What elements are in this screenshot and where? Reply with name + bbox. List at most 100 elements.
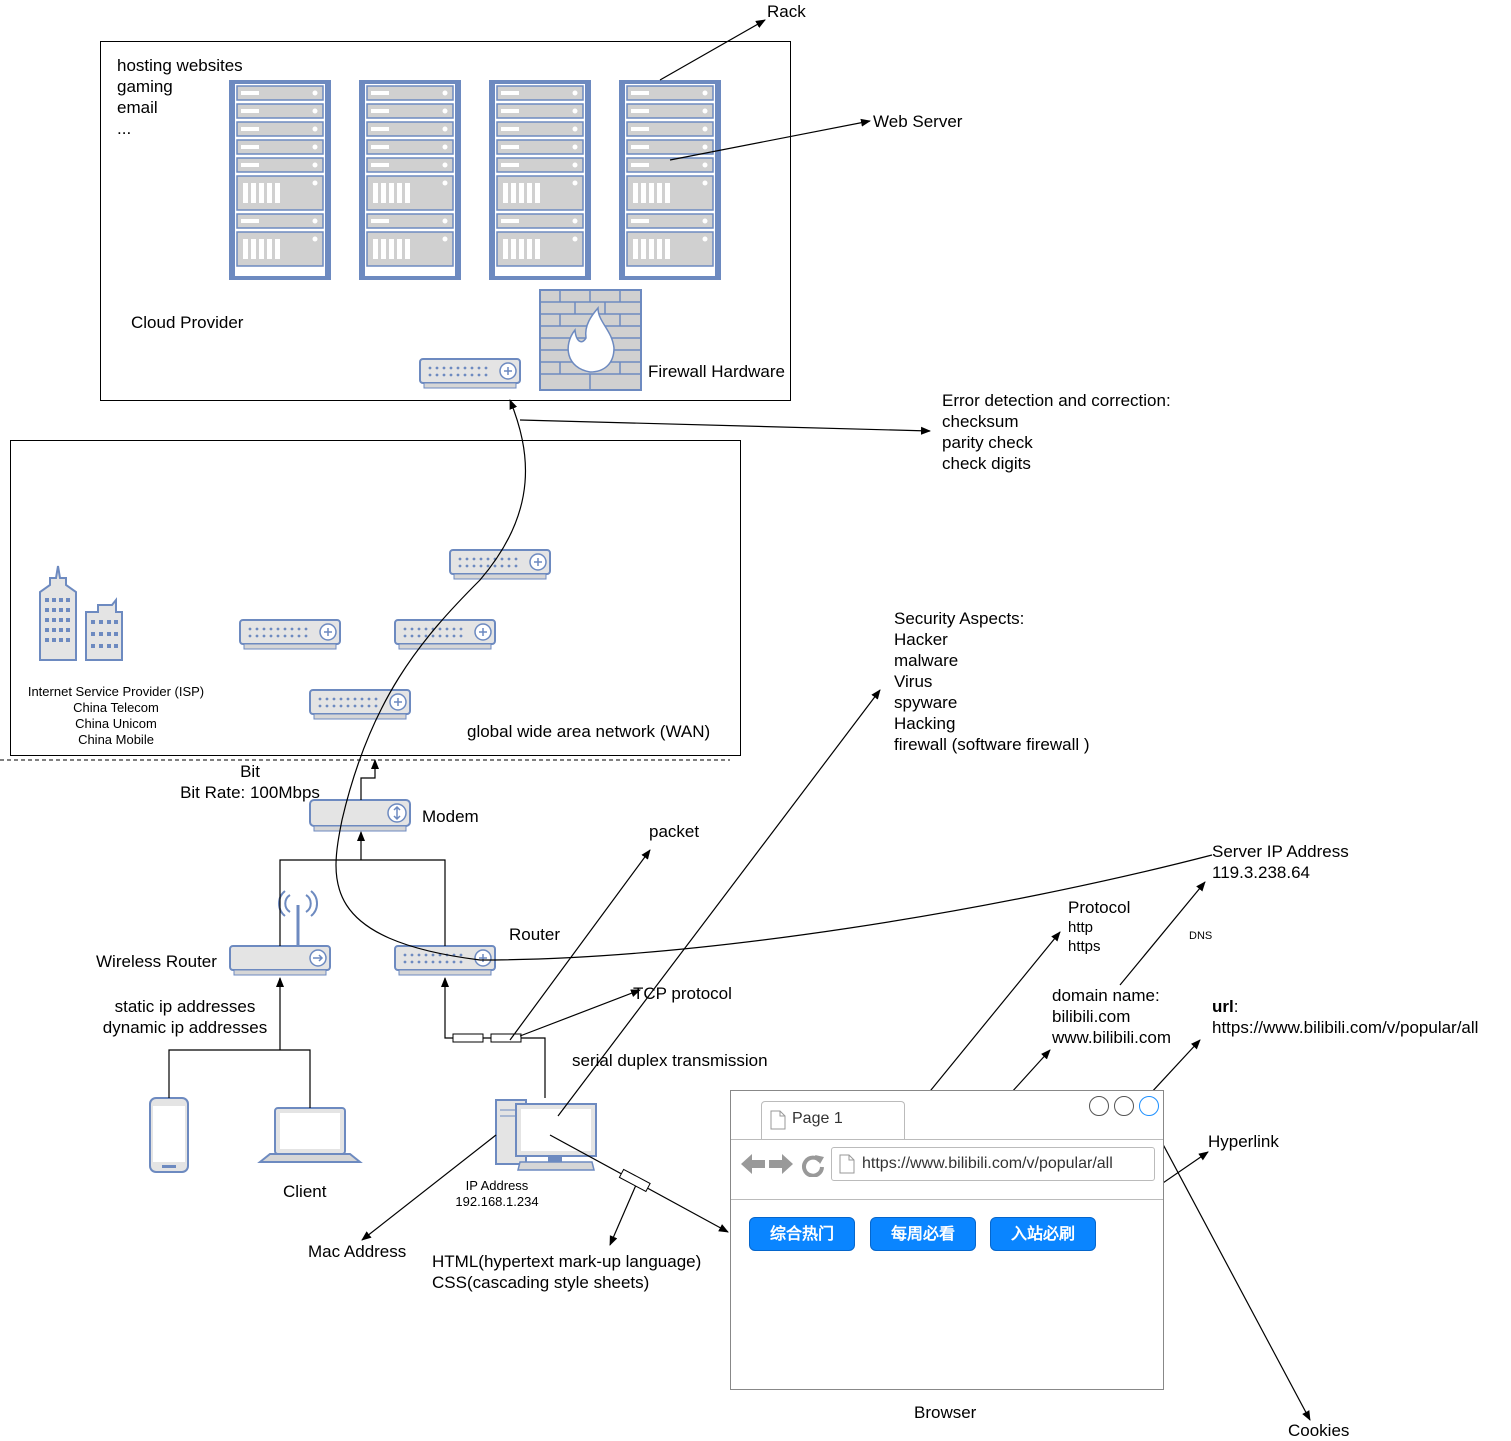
server-rack-4 — [618, 79, 722, 281]
bit-label: Bit — [240, 762, 260, 781]
css-label: CSS(cascading style sheets) — [432, 1273, 650, 1292]
dns-label: DNS — [1189, 930, 1213, 942]
packet-label: packet — [649, 822, 700, 841]
security-virus: Virus — [894, 672, 933, 691]
security-hacking: Hacking — [894, 714, 956, 733]
cloud-provider-box — [100, 41, 791, 401]
wan-router-1-icon — [449, 549, 551, 580]
url-title: url — [1212, 997, 1234, 1016]
isp-building-icon — [39, 565, 123, 661]
wan-router-4-icon — [309, 689, 411, 720]
router-label: Router — [509, 925, 561, 944]
error-detection-block: Error detection and correction: checksum… — [942, 390, 1171, 474]
reload-icon[interactable] — [801, 1153, 825, 1177]
security-firewall: firewall (software firewall ) — [894, 735, 1090, 754]
isp-unicom: China Unicom — [75, 716, 157, 731]
service-gaming: gaming — [117, 77, 173, 96]
security-hacker: Hacker — [894, 630, 948, 649]
cookies-label: Cookies — [1288, 1421, 1350, 1440]
web-server-label: Web Server — [873, 112, 963, 131]
isp-mobile: China Mobile — [78, 732, 154, 747]
domain-name-title: domain name: — [1052, 986, 1160, 1005]
service-email: email — [117, 98, 158, 117]
server-ip-block: Server IP Address 119.3.238.64 — [1212, 841, 1349, 883]
chip-button-3[interactable]: 入站必刷 — [990, 1217, 1096, 1251]
ip-address-label: IP Address — [465, 1178, 529, 1193]
ip-address-value: 192.168.1.234 — [455, 1194, 539, 1209]
html-label: HTML(hypertext mark-up language) — [432, 1252, 702, 1271]
parity-check-item: parity check — [942, 433, 1033, 452]
wan-label: global wide area network (WAN) — [467, 722, 711, 741]
wireless-router-label: Wireless Router — [96, 952, 217, 971]
server-ip-label: Server IP Address — [1212, 842, 1349, 861]
service-more: ... — [117, 119, 132, 138]
cloud-services-list: hosting websites gaming email ... — [117, 55, 243, 139]
modem-label: Modem — [422, 807, 479, 826]
error-detection-title: Error detection and correction: — [942, 391, 1171, 410]
security-aspects-block: Security Aspects: Hacker malware Virus s… — [894, 608, 1090, 755]
domain-bilibili: bilibili.com — [1052, 1007, 1131, 1026]
isp-title: Internet Service Provider (ISP) — [27, 684, 205, 699]
forward-arrow-icon[interactable] — [769, 1153, 793, 1175]
url-value: https://www.bilibili.com/v/popular/all — [1212, 1018, 1479, 1037]
wan-box — [10, 440, 741, 756]
ip-address-block: IP Address 192.168.1.234 — [447, 1178, 547, 1210]
domain-www-bilibili: www.bilibili.com — [1052, 1028, 1172, 1047]
browser-caption: Browser — [914, 1403, 977, 1422]
protocol-title: Protocol — [1068, 898, 1131, 917]
server-rack-1 — [228, 79, 332, 281]
isp-telecom: China Telecom — [73, 700, 159, 715]
browser-window: Page 1 https://www.bilibili.com/v/popula… — [730, 1090, 1164, 1390]
hyperlink-label: Hyperlink — [1208, 1132, 1279, 1151]
address-bar-url: https://www.bilibili.com/v/popular/all — [862, 1155, 1113, 1172]
mac-address-label: Mac Address — [308, 1242, 407, 1261]
page-icon — [839, 1154, 855, 1174]
ip-modes-block: static ip addresses dynamic ip addresses — [90, 996, 280, 1038]
rack-label: Rack — [767, 2, 806, 21]
client-label: Client — [283, 1182, 327, 1201]
chip-button-1[interactable]: 综合热门 — [749, 1217, 855, 1251]
bit-rate-label: Bit Rate: 100Mbps — [180, 783, 320, 802]
protocol-https: https — [1068, 938, 1101, 955]
server-rack-2 — [358, 79, 462, 281]
modem-icon — [309, 799, 411, 832]
isp-label: Internet Service Provider (ISP) China Te… — [18, 684, 214, 748]
domain-name-block: domain name: bilibili.com www.bilibili.c… — [1052, 985, 1171, 1048]
url-colon: : — [1233, 997, 1239, 1016]
url-block: url: https://www.bilibili.com/v/popular/… — [1212, 996, 1478, 1038]
bit-labels: Bit Bit Rate: 100Mbps — [160, 761, 340, 803]
service-hosting: hosting websites — [117, 56, 243, 75]
window-close-button[interactable] — [1139, 1096, 1159, 1116]
back-arrow-icon[interactable] — [741, 1153, 765, 1175]
window-minimize-button[interactable] — [1089, 1096, 1109, 1116]
chip-button-2[interactable]: 每周必看 — [870, 1217, 976, 1251]
firewall-label: Firewall Hardware — [648, 362, 785, 381]
security-malware: malware — [894, 651, 959, 670]
server-ip-value: 119.3.238.64 — [1212, 863, 1310, 882]
window-maximize-button[interactable] — [1114, 1096, 1134, 1116]
browser-tab[interactable]: Page 1 — [761, 1101, 905, 1139]
server-rack-3 — [488, 79, 592, 281]
serial-transmission-label: serial duplex transmission — [572, 1051, 768, 1070]
browser-tab-label: Page 1 — [792, 1110, 843, 1127]
address-bar[interactable]: https://www.bilibili.com/v/popular/all — [831, 1147, 1155, 1181]
page-icon — [770, 1110, 786, 1130]
static-ip-label: static ip addresses — [114, 997, 256, 1016]
wan-router-3-icon — [394, 619, 496, 650]
laptop-icon — [257, 1107, 363, 1163]
protocol-http: http — [1068, 919, 1094, 936]
security-spyware: spyware — [894, 693, 958, 712]
desktop-computer-icon — [495, 1099, 597, 1171]
firewall-icon — [539, 289, 642, 391]
protocol-block: Protocol http https — [1068, 897, 1130, 956]
cloud-provider-label: Cloud Provider — [131, 313, 244, 332]
phone-icon — [149, 1097, 189, 1173]
security-title: Security Aspects: — [894, 609, 1025, 628]
html-css-block: HTML(hypertext mark-up language) CSS(cas… — [432, 1251, 701, 1293]
tcp-protocol-label: TCP protocol — [633, 984, 732, 1003]
check-digits-item: check digits — [942, 454, 1031, 473]
wan-router-2-icon — [239, 619, 341, 650]
checksum-item: checksum — [942, 412, 1019, 431]
dynamic-ip-label: dynamic ip addresses — [102, 1018, 268, 1037]
cloud-switch-icon — [419, 358, 521, 389]
